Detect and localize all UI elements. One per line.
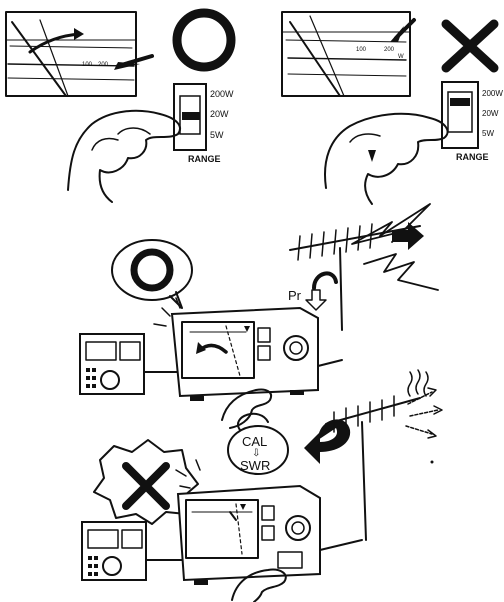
range-200w: 200W — [482, 89, 503, 98]
heat-waves — [407, 369, 429, 397]
adjust-knob — [285, 515, 311, 541]
range-20w: 20W — [482, 109, 499, 118]
range-20w: 20W — [210, 109, 229, 119]
meter-needle — [289, 21, 341, 97]
radiation-arrows — [405, 387, 443, 439]
transceiver — [81, 521, 147, 581]
range-title: RANGE — [188, 154, 221, 164]
meter-needle — [235, 503, 243, 555]
scale-label-w: W — [398, 54, 404, 60]
transceiver — [79, 333, 145, 395]
meter-window — [5, 11, 137, 97]
adjust-knob — [283, 335, 309, 361]
meter-needle — [225, 325, 241, 377]
correct-circle-mark — [130, 248, 174, 292]
switch-arrow: ⇩ — [252, 448, 260, 459]
hand-pressing-button — [231, 568, 287, 602]
meter-face — [181, 321, 255, 379]
scale-label-100: 100 — [356, 47, 367, 53]
meter-needle — [11, 21, 67, 97]
incorrect-x-mark — [122, 462, 170, 510]
speech-bubble — [111, 239, 193, 301]
hand-pressing-switch — [324, 112, 449, 205]
swr-label: SWR — [240, 458, 270, 473]
scale-label-100: 100 — [82, 62, 93, 68]
scale-label-200: 200 — [384, 47, 395, 53]
bottom-scene: CAL ⇩ SWR — [81, 369, 443, 602]
incorrect-x-mark — [441, 19, 499, 73]
antenna-mast — [339, 247, 343, 331]
down-arrow — [305, 289, 327, 311]
cal-swr-bubble — [227, 425, 289, 475]
range-5w: 5W — [482, 129, 494, 138]
antenna-mast — [361, 421, 367, 541]
top-left-panel: 100 200 200W 20W 5W RANGE — [5, 8, 236, 203]
meter-face — [185, 499, 259, 559]
range-200w: 200W — [210, 89, 234, 99]
scale-label-200: 200 — [98, 62, 109, 68]
correct-circle-mark — [172, 8, 236, 72]
reflected-arrow — [304, 419, 351, 464]
pointer-arrow — [394, 18, 416, 40]
hand-turning-knob — [67, 109, 181, 203]
coil-icon — [312, 271, 338, 290]
range-title: RANGE — [456, 152, 489, 162]
meter-window — [281, 11, 411, 97]
power-label: Pr — [288, 288, 302, 303]
lightning-lower — [363, 253, 439, 291]
range-5w: 5W — [210, 130, 224, 140]
hand-pressing-button — [221, 388, 272, 429]
swr-meter — [176, 484, 321, 582]
antenna-boom — [325, 397, 421, 425]
forward-arrow — [392, 222, 424, 250]
middle-scene: Pr — [79, 203, 439, 429]
swr-meter — [170, 306, 319, 398]
pointer-arrow — [116, 54, 154, 68]
top-right-panel: 100 200 W 200W 20W 5W RANGE — [281, 11, 503, 205]
swing-arrow — [28, 32, 82, 54]
cal-label: CAL — [242, 434, 267, 449]
